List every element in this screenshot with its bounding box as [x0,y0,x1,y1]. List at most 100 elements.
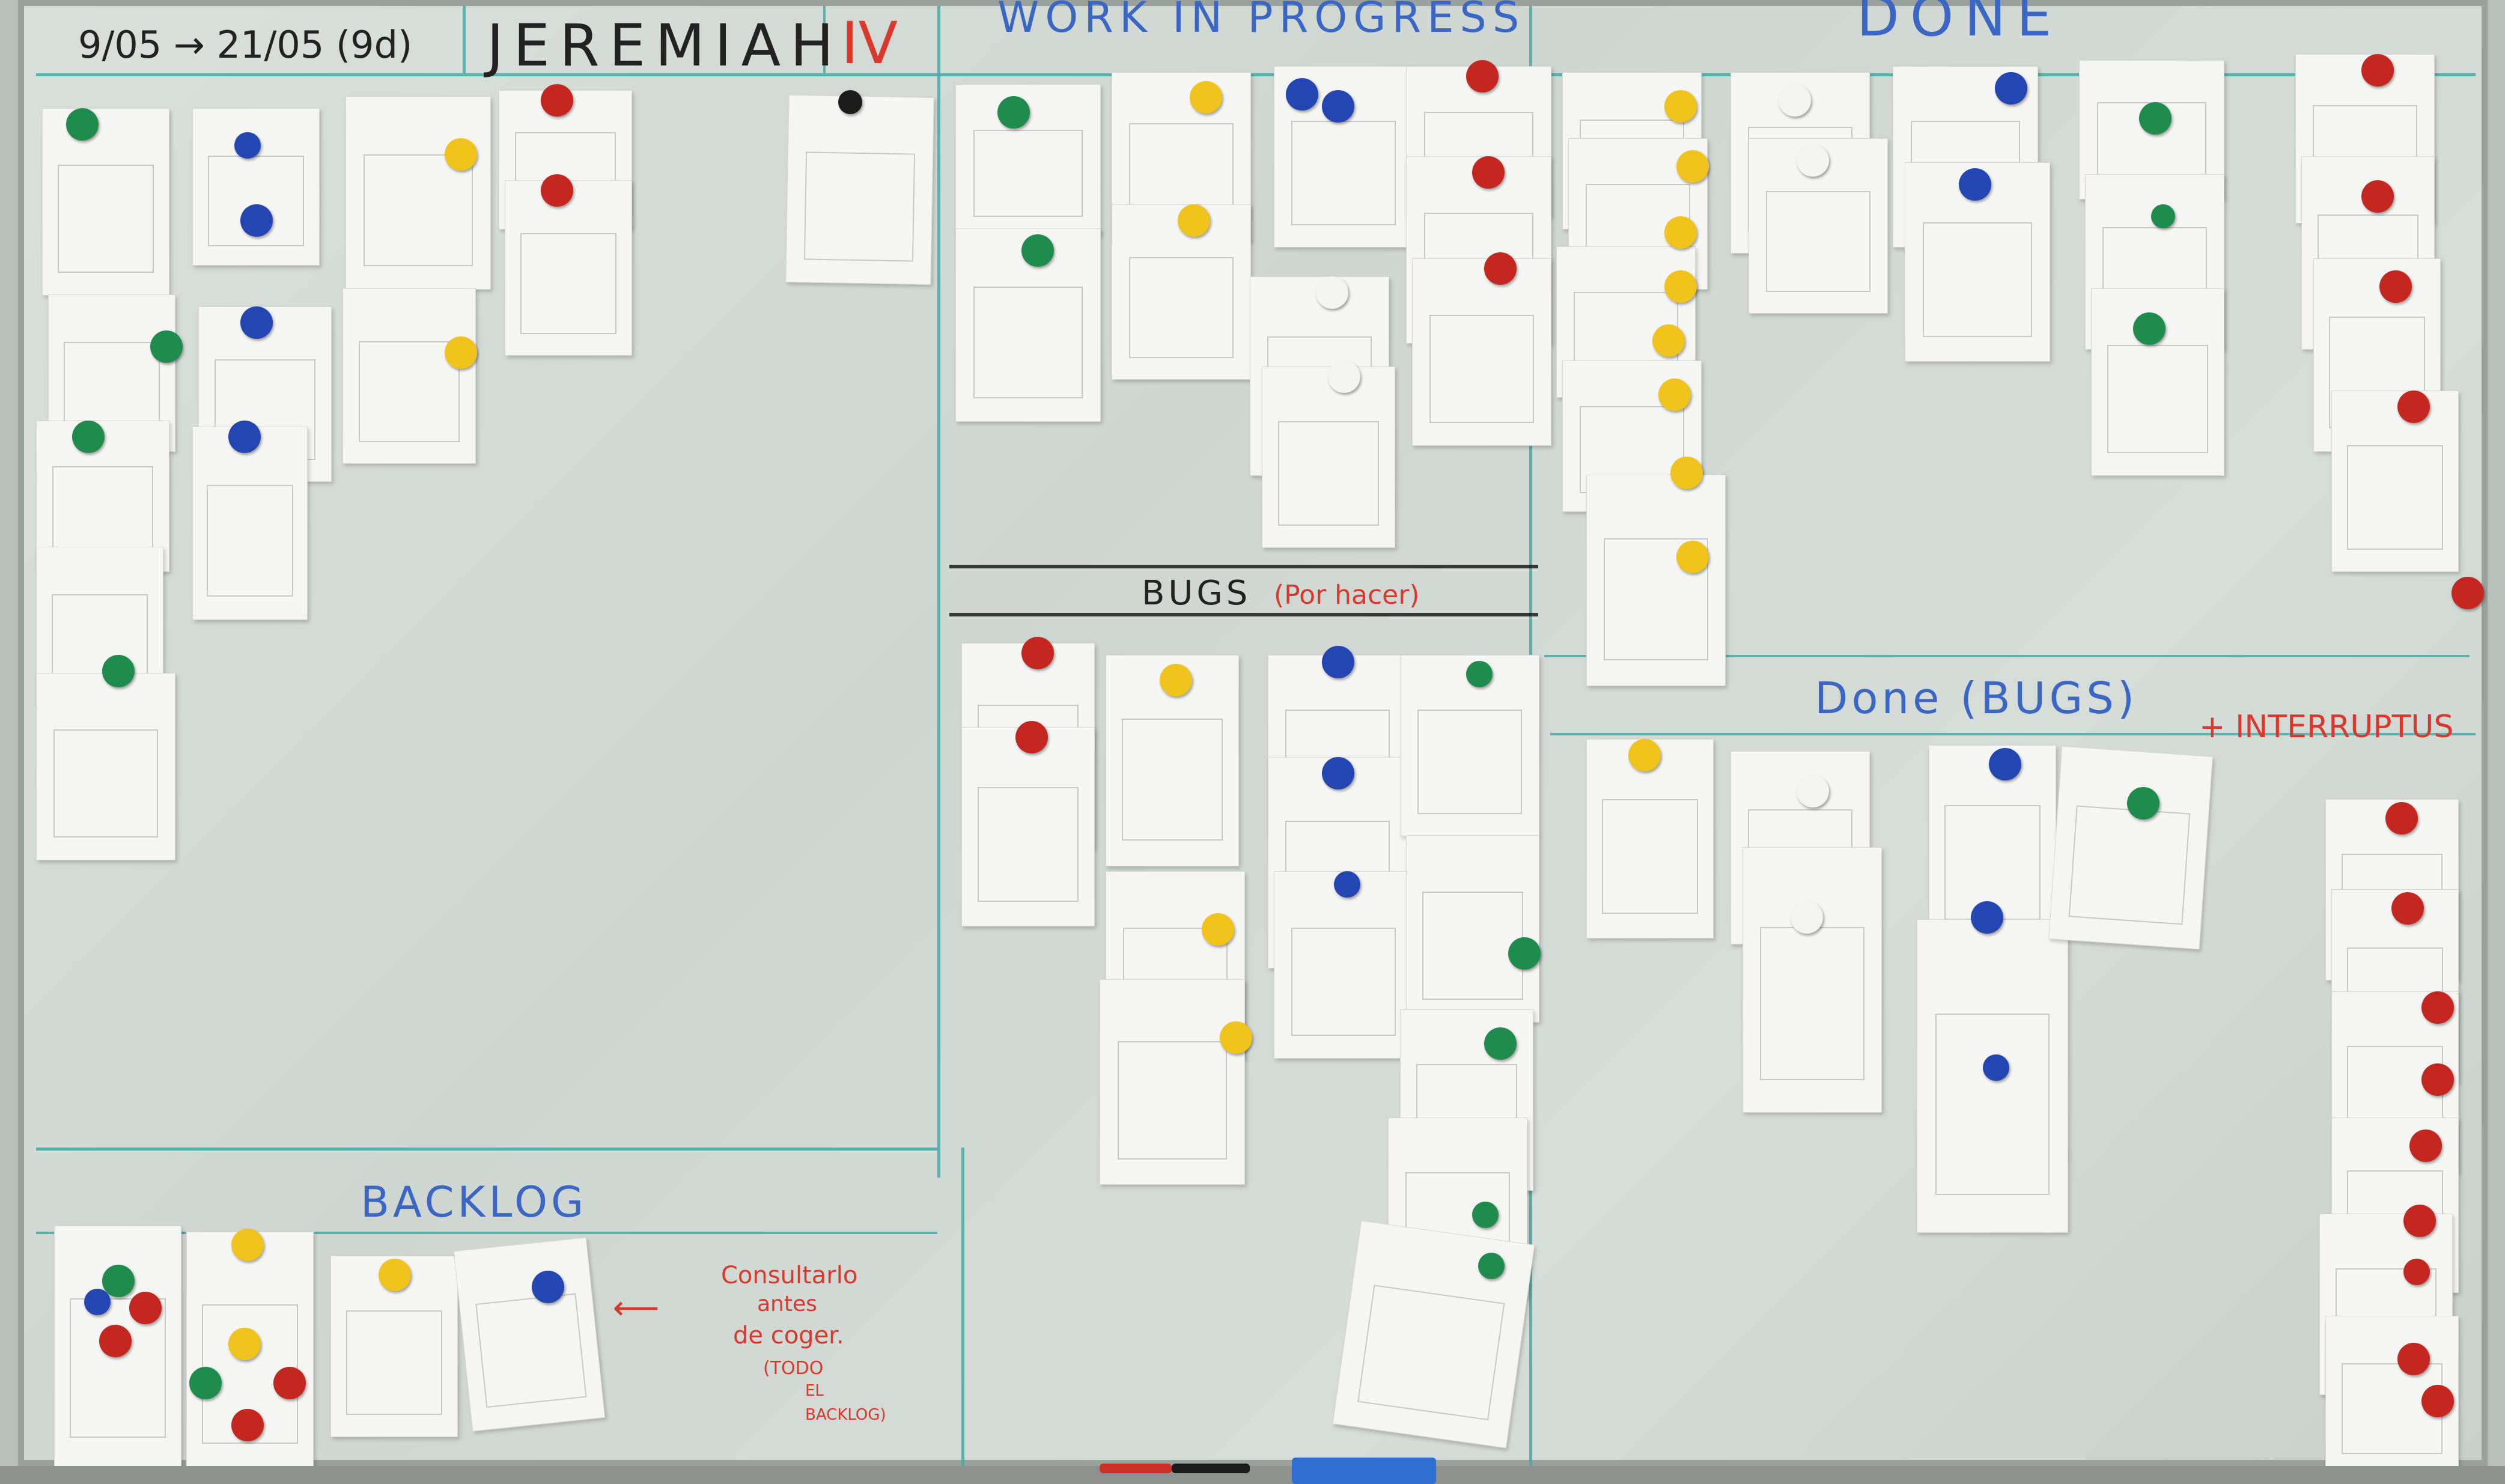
sticky-note [1400,655,1539,836]
sticky-note [1332,1220,1535,1449]
sticky-note [1406,835,1539,1023]
sticky-note [2048,746,2213,950]
interrupts-title: + INTERRUPTUS [2199,709,2454,745]
magnet [1190,81,1222,114]
magnet [1322,757,1354,789]
backlog-note-2: antes [757,1292,817,1316]
magnet [1628,739,1661,771]
magnet [2397,1343,2430,1375]
magnet [2379,270,2412,303]
magnet [1652,324,1685,357]
magnet [1658,379,1691,411]
magnet [445,336,477,369]
sticky-note [1412,258,1551,446]
sticky-note [505,180,632,356]
divider-backlog-under [36,1232,937,1234]
magnet [228,1328,261,1360]
magnet [66,108,99,141]
divider-sprint-wip [937,6,940,1178]
magnet [1664,90,1697,123]
magnet [189,1367,222,1399]
magnet [1015,721,1048,753]
magnet [1220,1021,1252,1054]
magnet [2385,802,2418,835]
magnet [2139,102,2172,135]
magnet [1160,664,1192,696]
sticky-note [961,727,1095,926]
magnet [1797,775,1829,807]
marker[interactable] [1100,1464,1172,1473]
bugs-line-bottom [949,613,1538,616]
magnet [72,421,105,453]
magnet [231,1409,264,1441]
sticky-note [192,108,320,266]
magnet [2361,180,2394,213]
magnet [150,330,183,363]
magnet [2452,577,2484,609]
backlog-note-6: BACKLOG) [805,1406,886,1424]
marker[interactable] [1172,1464,1250,1473]
divider-backlog [36,1148,937,1151]
magnet [1959,168,1991,201]
magnet [1021,234,1054,267]
magnet [129,1292,162,1324]
magnet [2361,54,2394,87]
magnet [2151,204,2175,228]
magnet [1484,1027,1517,1060]
magnet [1316,276,1348,309]
magnet [997,96,1030,129]
magnet [240,306,273,339]
sticky-note [1262,366,1395,548]
divider-header-sprint [463,6,466,73]
sticky-note [1743,847,1882,1113]
magnet [838,90,862,114]
sprint-number: IV [841,10,898,77]
magnet [240,204,273,237]
sticky-note [42,108,169,296]
magnet [99,1325,132,1357]
magnet [84,1289,111,1315]
sticky-note [1100,979,1245,1185]
magnet [532,1271,564,1303]
backlog-arrow: ⟵ [613,1289,660,1327]
magnet [1508,937,1541,970]
sticky-note [453,1237,606,1432]
sticky-note [36,673,175,860]
backlog-note-5: EL [805,1382,824,1400]
magnet [1478,1253,1505,1279]
backlog-note-1: Consultarlo [721,1262,858,1289]
sticky-note [2331,391,2459,572]
bugs-line-top [949,565,1538,568]
header-line [36,73,2476,76]
magnet [1466,661,1493,687]
magnet [1983,1054,2009,1081]
marker-tray [0,1466,2505,1484]
magnet [102,655,135,687]
magnet [541,174,573,207]
divider-backlog-left [961,1148,964,1466]
done-bugs-title: Done (BUGS) [1815,673,2138,723]
sticky-note [1112,204,1251,380]
magnet [541,84,573,117]
magnet [1989,748,2021,780]
whiteboard: 9/05 → 21/05 (9d) JEREMIAH IV WORK IN PR… [18,0,2488,1473]
magnet [1484,252,1517,285]
magnet [1322,90,1354,123]
divider-done-bugs [1544,655,2470,657]
magnet [1676,541,1709,573]
magnet [1664,270,1697,303]
backlog-title: BACKLOG [361,1178,588,1227]
bugs-subtitle: (Por hacer) [1274,580,1420,610]
magnet [1202,913,1234,946]
magnet [2403,1205,2436,1237]
magnet [2391,892,2424,925]
magnet [2421,1063,2454,1096]
magnet [2421,1385,2454,1417]
sticky-note [1586,739,1714,938]
backlog-note-4: (TODO [763,1358,824,1379]
magnet [1995,72,2027,105]
magnet [2409,1130,2442,1162]
magnet [1670,457,1703,489]
magnet [1797,144,1829,177]
whiteboard-eraser[interactable] [1292,1458,1436,1484]
